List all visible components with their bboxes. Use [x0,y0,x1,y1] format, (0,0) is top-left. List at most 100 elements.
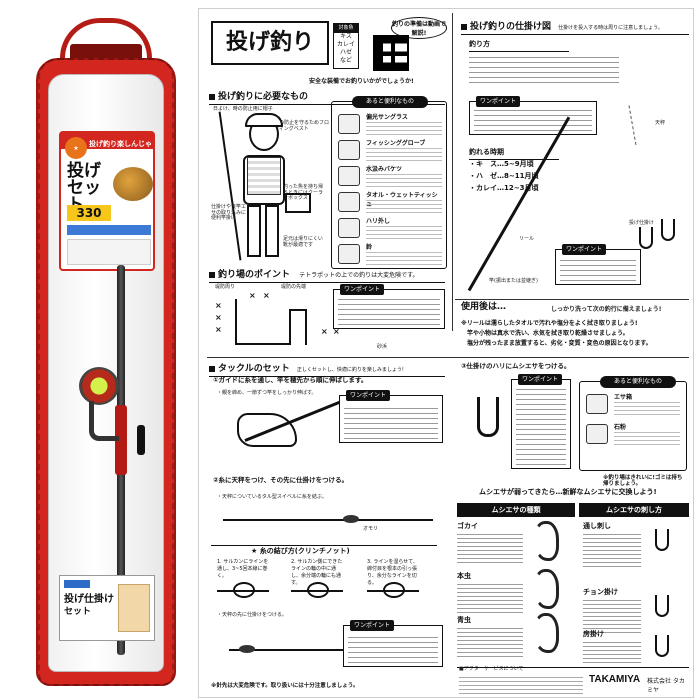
useful-item-name: 石粉 [614,424,627,431]
divider [455,299,689,300]
video-bubble: 釣りの準備は動画で解説! [391,17,447,39]
after-service-label: ■アフターサービスについて [459,666,524,672]
knot-loop-icon [383,582,405,598]
section-bullet-icon [209,365,215,372]
knot-box: ★ 糸の結び方(クリンチノット) 1. サルカンにラインを通し、3~5回本線に巻… [211,545,437,605]
rig-reel-label: リール [519,236,535,242]
vest-icon [247,157,281,195]
worm-icon [533,569,559,609]
after-line: ※リールは濡らしたタオルで汚れや塩分をよく拭き取りましょう! [461,320,638,327]
useful-items-head: あると便利なもの [352,96,428,108]
knot-diagram [291,574,343,598]
list-item: 水汲みバケツ [338,164,442,190]
qr-code-icon[interactable] [373,35,409,71]
worm-row: 青虫 [457,615,575,657]
point-x-icon: × [215,313,222,322]
useful-item-desc [614,401,680,415]
knot-step-caption: 1. サルカンにラインを通し、3~5回本線に巻く。 [217,559,269,579]
season-label: 釣れる時期 [469,148,504,156]
list-item: エサ箱 [586,392,682,418]
point-left-label: 堤防周り [215,284,236,290]
useful-item-desc [366,121,442,135]
list-item: タオル・ウェットティッシュ [338,190,442,216]
fishing-line [628,105,637,145]
sinker-label: オモリ [363,526,379,532]
worm-hooking-head: ムシエサの刺し方 [579,503,689,517]
onepoint-head: ワンポイント [562,244,607,255]
rig-package: 投げ仕掛け セット [59,575,155,641]
after-line: 竿や小物は真水で洗い、水気を拭き取り乾燥させましょう。 [467,330,629,337]
knot-diagram [217,574,269,598]
section-tackle-title: タックルのセット 正しくセットし、快適に釣りを楽しみましょう! [209,361,445,377]
useful-items-head: あると便利なもの [600,376,676,388]
point-x-icon: × [215,301,222,310]
glove-icon [338,140,360,160]
worm-types-head: ムシエサの種類 [457,503,575,517]
breakwater-tip-diagram [289,309,307,345]
onepoint-box: ワンポイント [343,620,443,667]
section-needed-title: 投げ釣りに必要なもの [209,89,445,105]
section-needed-label: 投げ釣りに必要なもの [218,92,309,102]
section-point-label: 釣り場のポイント [218,270,291,280]
onepoint-head: ワンポイント [346,390,391,401]
stone-powder-icon [586,424,608,444]
knot-head: ★ 糸の結び方(クリンチノット) [251,547,350,555]
hooking-method-desc [583,599,641,633]
rig-package-subtitle: セット [64,607,92,617]
hat-icon [245,113,283,127]
section-rig-title: 投げ釣りの仕掛け図 仕掛けを投入する時は周りに注意しましょう。 [461,19,689,35]
vest-label: 危険の防止を守るためフローティングベスト [269,120,330,132]
knot-step-caption: 2. サルカン側にできたラインの輪の中に通し、余分端の輪にも通す。 [291,559,343,586]
useful-item-name: エサ箱 [614,394,633,401]
season-item: ・カレイ…12~3月頃 [469,184,539,192]
bag-handle-tag [70,44,142,62]
useful-items-box: あると便利なもの 偏光サングラス フィッシンググローブ 水汲みバケツ タオル・ウ… [331,96,447,269]
onepoint-box: ワンポイント [333,284,445,329]
hook-icon [655,595,669,617]
rod-icon [218,111,242,261]
breakwater-diagram [235,299,289,345]
onepoint-text [348,634,438,663]
hook-icon [661,219,675,241]
package-info-band [67,225,151,235]
point-x-icon: × [215,325,222,334]
onepoint-text [474,110,592,131]
cooler-label: 釣った魚を持ち帰るときにはクーラーボックス [283,184,324,201]
bag-strap [60,18,152,78]
useful-item-desc [366,199,442,213]
howto-label: 釣り方 [469,40,490,48]
list-item: ハリ外し [338,216,442,242]
worm-name: 青虫 [457,616,471,624]
point-x-icon: × [249,291,256,300]
garbage-note: ※釣り場はきれいに!ゴミは持ち帰りましょう。 [603,475,683,488]
section-point-title: 釣り場のポイント テトラポットの上での釣りは大変危険です。 [209,267,445,283]
hook-icon [477,397,499,437]
rig-rod-label: 竿(振出または並継ぎ) [489,278,538,284]
angler-illustration [218,111,311,267]
useful-item-desc [366,147,442,161]
bait-box-icon [586,394,608,414]
useful-item-name: 鈴 [366,244,373,251]
onepoint-box: ワンポイント [511,374,571,469]
hooking-method-desc [583,533,641,567]
rod-holder-label: 仕掛けや良竿エサの取り込みに便利竿掛け [211,204,247,221]
bell-icon [338,244,360,264]
sinker-icon [239,645,255,653]
list-item: 偏光サングラス [338,112,442,138]
onepoint-head: ワンポイント [350,620,395,631]
point-x-icon: × [321,327,328,336]
onepoint-text [344,404,438,439]
hooking-method-name: チョン掛け [583,588,618,596]
rig-package-title: 投げ仕掛け [64,594,114,605]
useful-item-name: ハリ外し [366,218,391,225]
hat-label: 日よけ、時の防止用に帽子 [213,106,273,112]
list-item: フィッシンググローブ [338,138,442,164]
target-fish-item: キス [340,33,352,40]
hook-icon [655,529,669,551]
section-bullet-icon [209,271,215,278]
rig-package-tag [64,580,90,588]
section-bullet-icon [209,93,215,100]
knot-diagram [367,574,419,598]
onepoint-head: ワンポイント [340,284,385,295]
howto-head: 釣り方 [469,39,569,52]
